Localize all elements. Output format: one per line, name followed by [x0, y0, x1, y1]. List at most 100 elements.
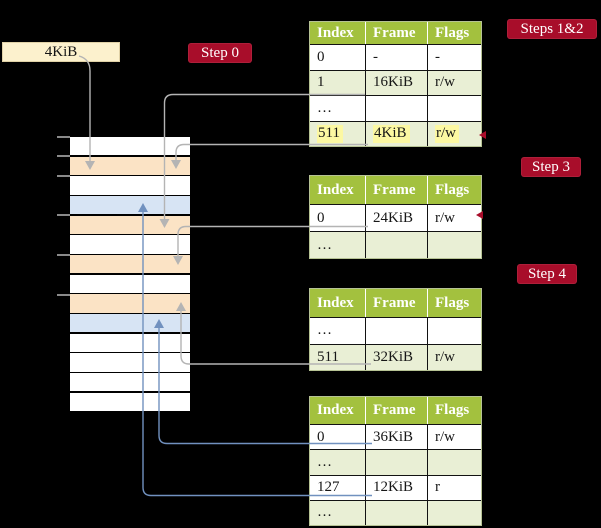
address-tick [57, 135, 70, 138]
cell-flags: r/w [427, 344, 481, 370]
memory-frame-row [70, 176, 190, 195]
cell-index: 0 [310, 45, 365, 70]
col-header-flags: Flags [427, 397, 481, 424]
cell-frame: 36KiB [365, 425, 427, 450]
col-header-frame: Frame [365, 289, 427, 317]
cell-text: - [435, 48, 440, 65]
cell-index: … [310, 450, 365, 474]
cell-index: … [310, 318, 365, 344]
cell-frame [365, 96, 427, 121]
memory-frame-row [70, 294, 190, 313]
memory-frame-row [70, 196, 190, 215]
cell-index: … [310, 501, 365, 525]
table-row: 511 32KiB r/w [310, 343, 481, 371]
memory-frame-row [70, 333, 190, 352]
cell-flags: r/w [427, 425, 481, 450]
address-tick [57, 253, 70, 256]
cell-flags: r/w [427, 205, 481, 231]
cell-text: 0 [317, 48, 325, 65]
cell-flags [427, 232, 481, 258]
page-size-label: 4KiB [2, 42, 120, 62]
col-header-index: Index [317, 181, 354, 198]
cell-text: 511 [317, 348, 339, 365]
cell-text: 0 [317, 209, 325, 226]
col-header-frame: Frame [365, 397, 427, 424]
cell-flags [427, 318, 481, 344]
cell-frame: 4KiB [365, 121, 427, 146]
step-pointer-tip-table1-511-icon [479, 131, 486, 139]
memory-frame-row [70, 137, 190, 156]
memory-frame-row [70, 373, 190, 392]
cell-frame: 16KiB [365, 70, 427, 95]
cell-flags [427, 500, 481, 525]
table-row: … [310, 317, 481, 344]
cell-index: … [310, 232, 365, 258]
cell-text: … [317, 236, 332, 253]
cell-text: 511 [317, 124, 343, 143]
cell-frame [365, 318, 427, 344]
cell-text: 12KiB [373, 479, 414, 496]
cell-flags: - [427, 45, 481, 70]
table-row: 1 16KiB r/w [310, 69, 481, 95]
cell-text: r/w [435, 209, 455, 226]
cell-index: 0 [310, 205, 365, 231]
step-pointer-tip-table2-0-icon [476, 211, 483, 219]
cell-text: r/w [435, 348, 455, 365]
memory-frame-row [70, 156, 190, 175]
cell-text: r/w [435, 428, 455, 445]
cell-text: 127 [317, 479, 340, 496]
cell-index: 511 [310, 345, 365, 371]
cell-frame: 12KiB [365, 475, 427, 500]
cell-text: - [373, 48, 378, 65]
table-row: … [310, 499, 481, 525]
address-tick [57, 293, 70, 296]
address-tick [57, 214, 70, 216]
memory-frame-row [70, 255, 190, 274]
cell-frame: - [365, 45, 427, 70]
cell-frame [365, 232, 427, 258]
cell-flags: r/w [427, 70, 481, 95]
table-row: 0 24KiB r/w [310, 204, 481, 231]
col-header-index: Index [317, 24, 354, 41]
table-row: … [310, 231, 481, 258]
memory-frame-row [70, 235, 190, 254]
physical-memory-column [70, 137, 190, 411]
table-row: 0 - - [310, 44, 481, 70]
memory-frame-row [70, 353, 190, 372]
col-header-flags: Flags [427, 22, 481, 44]
cell-text: r/w [435, 74, 455, 91]
cell-index: … [310, 96, 365, 121]
memory-frame-row [70, 392, 190, 411]
cell-text: … [317, 322, 332, 339]
cell-index: 0 [310, 425, 365, 449]
table-row: 0 36KiB r/w [310, 424, 481, 450]
col-header-index: Index [317, 402, 354, 418]
cell-text: 1 [317, 74, 325, 91]
cell-flags: r/w [427, 121, 481, 146]
cell-text: 36KiB [373, 428, 414, 445]
cell-text: 0 [317, 428, 325, 445]
col-header-flags: Flags [427, 176, 481, 204]
step-0-badge: Step 0 [188, 43, 252, 63]
col-header-frame: Frame [365, 176, 427, 204]
steps-1-2-badge: Steps 1&2 [507, 19, 597, 39]
cell-index: 127 [310, 476, 365, 500]
arrow-table1-entry511-to-frame-4kib-icon [171, 143, 368, 169]
cell-text: r/w [435, 124, 459, 143]
table-row: … [310, 449, 481, 475]
address-tick [57, 155, 70, 157]
memory-frame-row [70, 215, 190, 234]
cell-index: 511 [310, 122, 365, 147]
step-3-badge: Step 3 [521, 157, 581, 177]
col-header-frame: Frame [365, 22, 427, 44]
cell-text: 32KiB [373, 348, 414, 365]
cell-text: 24KiB [373, 209, 414, 226]
address-tick [57, 174, 70, 177]
cell-text: r [435, 479, 440, 496]
table-row: 511 4KiB r/w [310, 120, 481, 147]
cell-frame [365, 500, 427, 525]
